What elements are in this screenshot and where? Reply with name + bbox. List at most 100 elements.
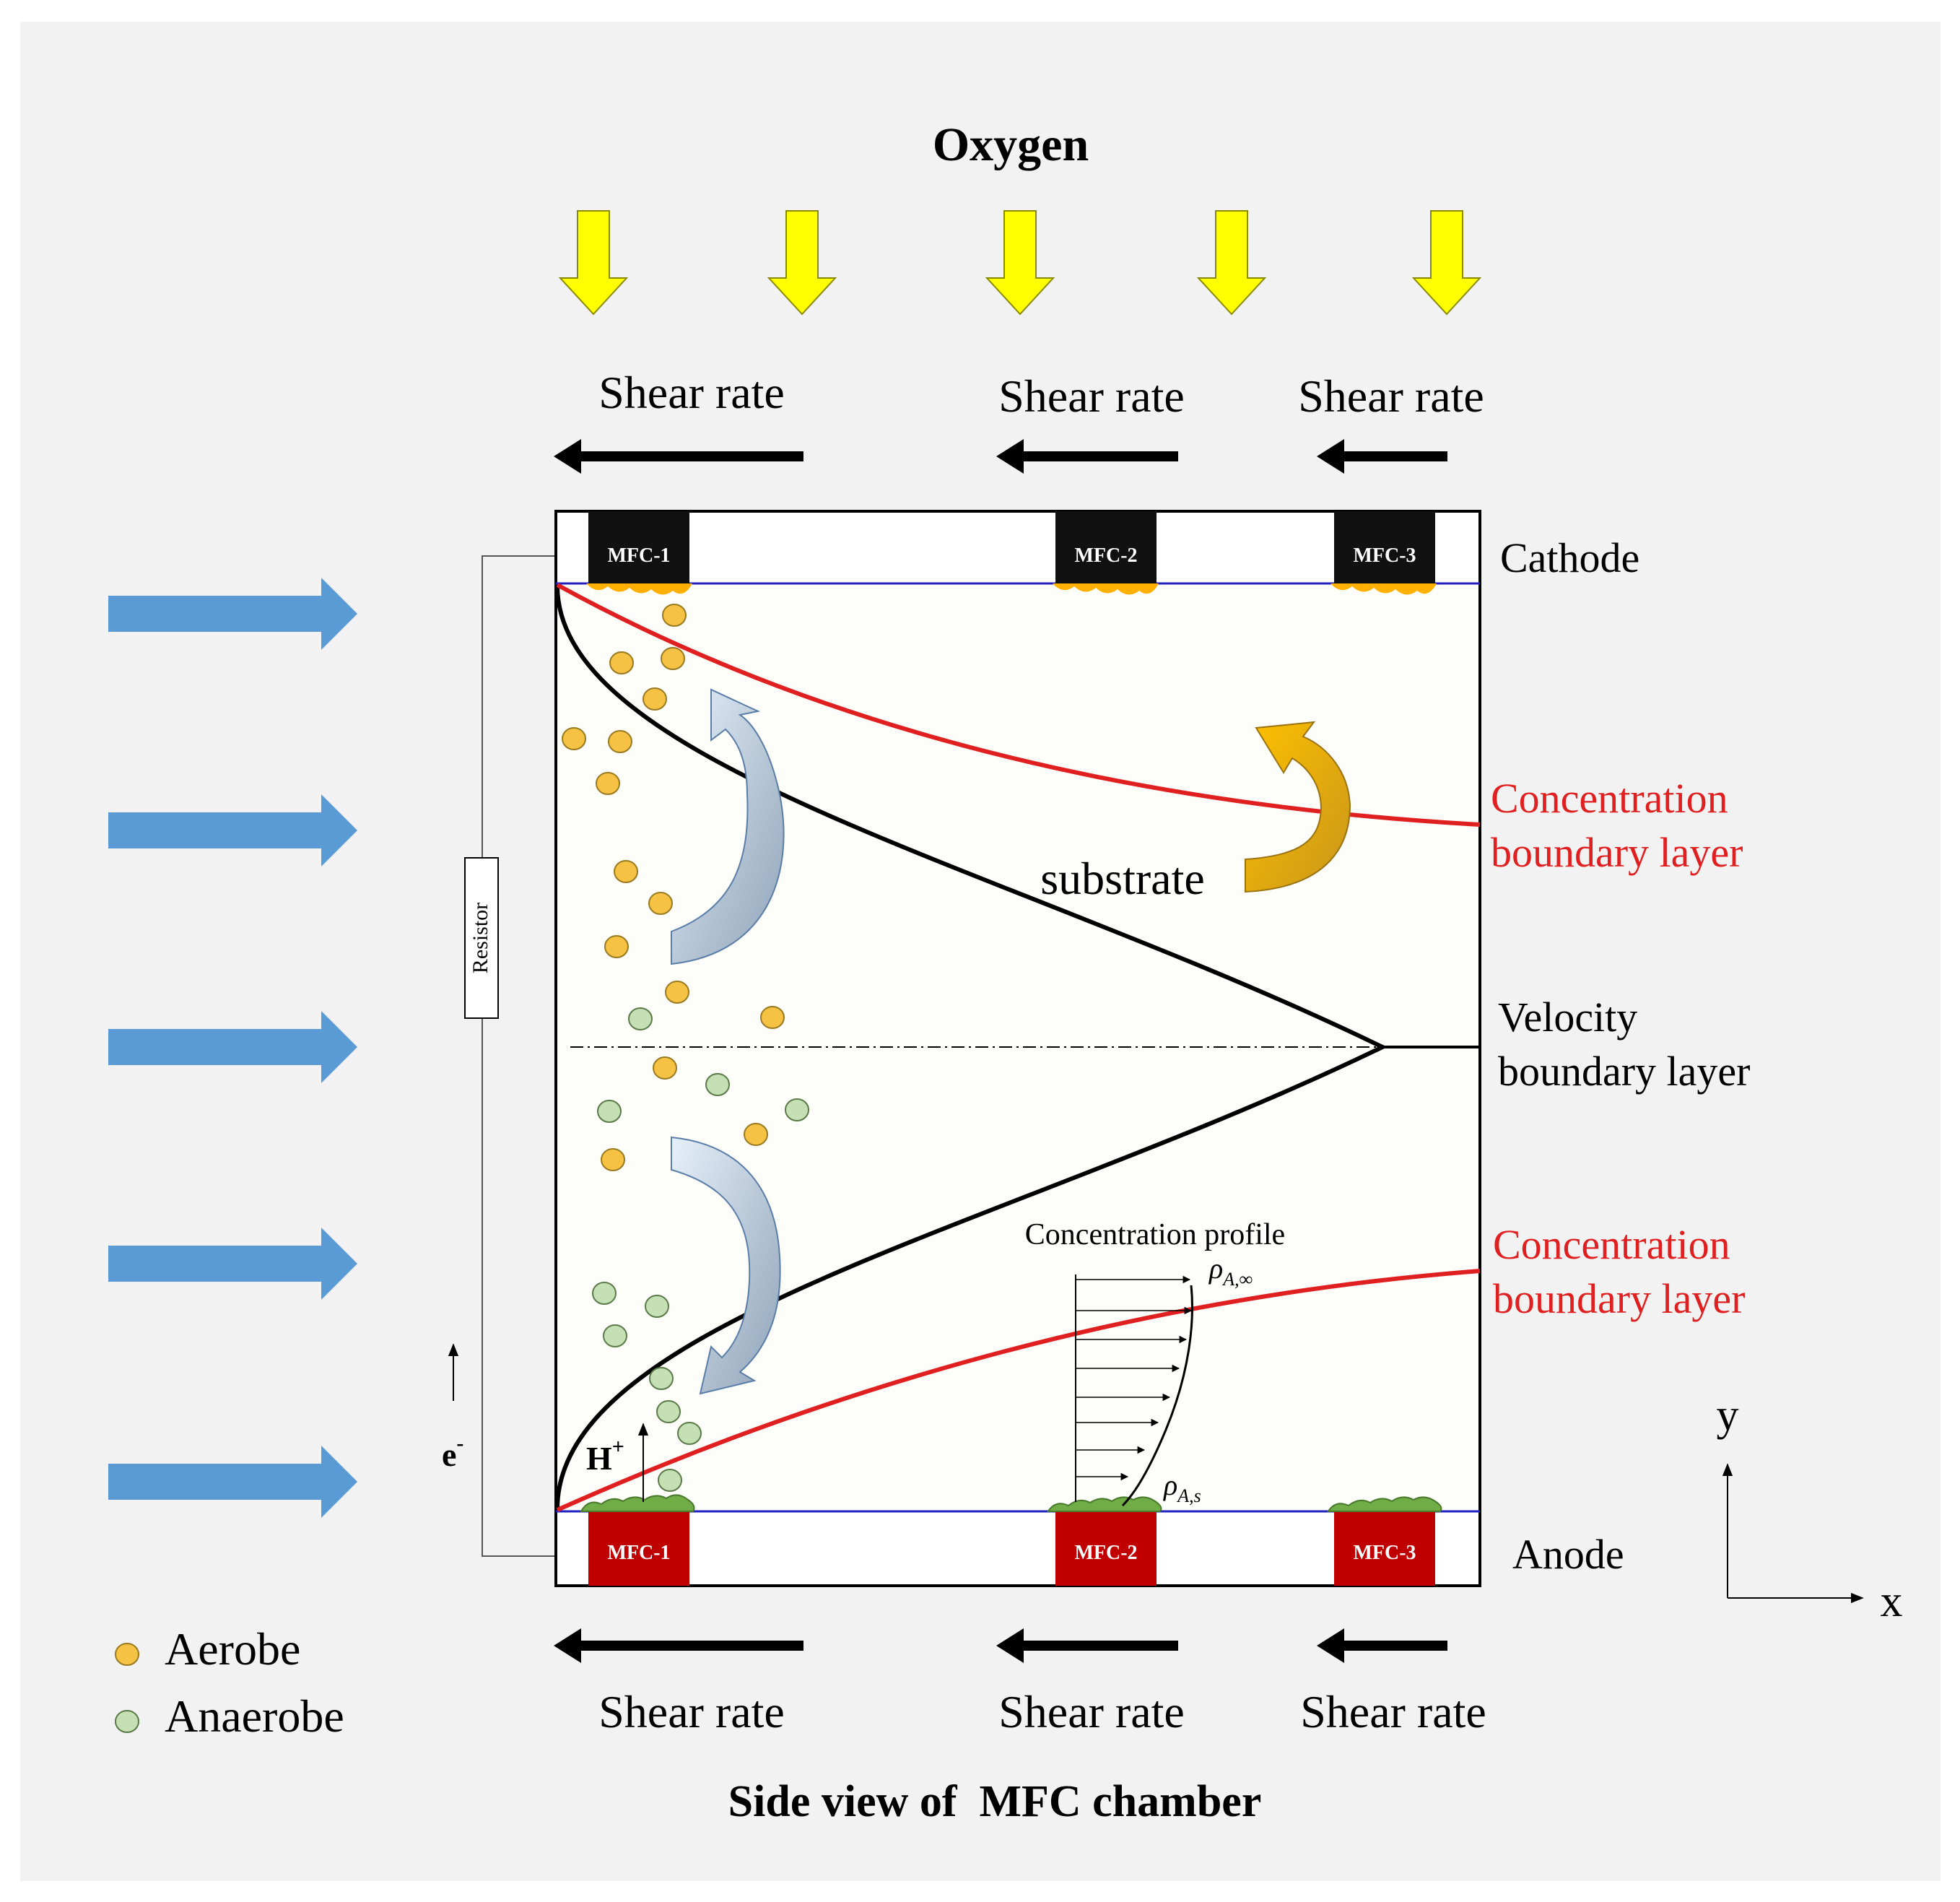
anaerobe [603,1324,627,1347]
anode-strip [556,1511,1480,1586]
anode-mfc-units: MFC-1 MFC-2 MFC-3 [580,1494,1442,1586]
shear-arrow [1317,1628,1447,1663]
shear-rate-label-top-3: Shear rate [1298,370,1484,422]
substrate-arrow [1245,721,1351,893]
concentration-bl-top-label-2: boundary layer [1491,829,1743,876]
concentration-bl-bottom-label-2: boundary layer [1493,1275,1745,1322]
resistor-label: Resistor [469,903,492,973]
coordinate-axes: y x [1717,1391,1903,1626]
aerobe [609,651,634,674]
aerobe [662,604,687,627]
anaerobe [628,1007,653,1030]
anode-mfc-2-label: MFC-2 [1074,1542,1137,1564]
shear-rate-label-bottom-3: Shear rate [1300,1686,1486,1737]
shear-arrow [554,1628,803,1663]
anaerobe [592,1282,617,1305]
shear-arrows-top [554,439,1447,474]
concentration-bl-bottom-label-1: Concentration [1493,1221,1730,1268]
external-circuit [482,555,588,1557]
anaerobe [677,1422,702,1445]
anode-mfc-block [1334,1511,1435,1586]
velocity-profile-curve [554,584,1388,1511]
anode-mfc-1-label: MFC-1 [607,1542,670,1564]
aerobe [601,1148,625,1171]
oxygen-title: Oxygen [933,118,1089,171]
aerobe [604,935,629,958]
aerobe [661,647,685,670]
oxygen-arrow [1411,210,1482,316]
aerobe [562,727,586,750]
aerobe [596,772,620,795]
rho-surface-label: ρA,s [1162,1469,1201,1506]
aerobe [744,1123,768,1146]
cathode-mfc-units: MFC-1 MFC-2 MFC-3 [586,511,1437,595]
profile-curve [1121,1285,1193,1507]
aerobe [643,687,667,711]
anaerobe [658,1469,682,1492]
inflow-arrow [108,794,357,867]
anode-biofilm [1327,1496,1442,1512]
oxygen-arrow [558,210,629,316]
velocity-bl-label-2: boundary layer [1498,1048,1750,1095]
y-axis-label: y [1717,1391,1739,1440]
cathode-biofilm [586,583,692,595]
inflow-arrow [108,1446,357,1518]
oxygen-arrow [767,210,837,316]
aerobe-dots [562,604,785,1171]
legend-anaerobe-swatch [115,1710,139,1733]
shear-rate-label-top-1: Shear rate [598,367,785,418]
shear-arrow [1317,439,1447,474]
circuit-wire-top [482,555,588,858]
shear-rate-label-top-2: Shear rate [998,370,1185,422]
anode-mfc-block [1055,1511,1157,1586]
oxygen-arrow [1196,210,1267,316]
concentration-profile [1075,1274,1193,1507]
proton-label: H+ [586,1435,624,1477]
shear-arrow [554,439,803,474]
cathode-label: Cathode [1500,534,1639,581]
anaerobe [705,1073,730,1096]
cathode-mfc-block [588,511,689,583]
anode-biofilm [580,1494,695,1512]
inflow-arrow [108,1011,357,1083]
aerobe [608,730,632,753]
aerobe [665,981,689,1004]
anaerobe [597,1100,622,1123]
cathode-biofilm [1330,583,1437,595]
shear-arrow [996,1628,1178,1663]
shear-arrows-bottom [554,1628,1447,1663]
anode-mfc-block [588,1511,689,1586]
cathode-mfc-3-label: MFC-3 [1353,544,1416,567]
legend-aerobe-label: Aerobe [165,1623,300,1675]
upper-transfer-arrow [671,688,785,965]
cathode-strip [556,511,1480,583]
cathode-biofilm [1053,583,1159,595]
anaerobe [649,1367,674,1390]
x-axis-label: x [1881,1577,1903,1626]
shear-rate-label-bottom-1: Shear rate [598,1686,785,1737]
shear-arrow [996,439,1178,474]
inflow-arrows [108,578,357,1518]
anaerobe [656,1400,681,1423]
anaerobe-dots [592,1007,809,1492]
figure-caption: Side view of MFC chamber [728,1777,1262,1826]
rho-infinity-label: ρA,∞ [1208,1252,1253,1290]
concentration-bl-bottom [556,1269,1481,1512]
resistor [464,857,499,1019]
anode-mfc-3-label: MFC-3 [1353,1542,1416,1564]
anode-biofilm [1047,1496,1162,1512]
aerobe [614,860,638,883]
electron-label: e- [442,1431,463,1473]
cathode-mfc-block [1055,511,1157,583]
substrate-label: substrate [1040,853,1205,904]
shear-rate-label-bottom-2: Shear rate [998,1686,1185,1737]
oxygen-arrow [985,210,1055,316]
circuit-wire-bottom [482,1018,588,1557]
legend: Aerobe Anaerobe [115,1623,344,1742]
aerobe [648,892,673,915]
concentration-profile-label: Concentration profile [1025,1218,1285,1251]
cathode-mfc-1-label: MFC-1 [607,544,670,567]
cathode-mfc-block [1334,511,1435,583]
concentration-bl-top-label-1: Concentration [1491,775,1728,822]
